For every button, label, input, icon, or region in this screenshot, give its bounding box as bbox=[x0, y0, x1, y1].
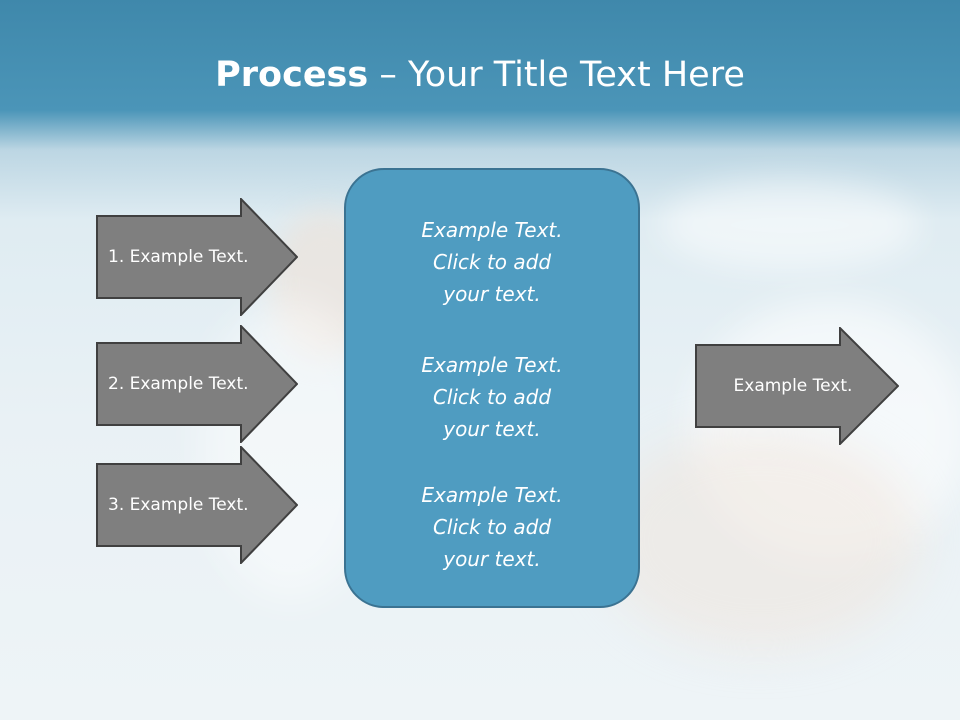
title-bold: Process bbox=[215, 55, 369, 95]
text-line: Click to add bbox=[432, 385, 552, 409]
text-line: Example Text. bbox=[421, 218, 563, 242]
text-line: your text. bbox=[443, 547, 541, 571]
center-text-block-1: Example Text. Click to add your text. bbox=[346, 214, 638, 310]
arrow-shape bbox=[96, 325, 298, 443]
text-line: your text. bbox=[443, 282, 541, 306]
center-text-block-2: Example Text. Click to add your text. bbox=[346, 349, 638, 445]
arrow-shape bbox=[96, 446, 298, 564]
text-line: Example Text. bbox=[421, 483, 563, 507]
arrow-shape bbox=[695, 327, 899, 445]
process-arrow-3[interactable]: 3. Example Text. bbox=[96, 446, 298, 564]
background-photo-shape bbox=[600, 430, 920, 650]
arrow-shape bbox=[96, 198, 298, 316]
title-rest: – Your Title Text Here bbox=[368, 55, 745, 95]
process-arrow-1[interactable]: 1. Example Text. bbox=[96, 198, 298, 316]
background-photo-shape bbox=[660, 180, 920, 270]
center-text-block-3: Example Text. Click to add your text. bbox=[346, 479, 638, 575]
process-arrow-2[interactable]: 2. Example Text. bbox=[96, 325, 298, 443]
process-arrow-label: 2. Example Text. bbox=[108, 374, 249, 394]
text-line: Click to add bbox=[432, 515, 552, 539]
process-arrow-label: 1. Example Text. bbox=[108, 247, 249, 267]
process-arrow-label: 3. Example Text. bbox=[108, 495, 249, 515]
text-line: Click to add bbox=[432, 250, 552, 274]
result-arrow-label: Example Text. bbox=[733, 376, 853, 396]
text-line: Example Text. bbox=[421, 353, 563, 377]
text-line: your text. bbox=[443, 417, 541, 441]
center-text-box[interactable]: Example Text. Click to add your text. Ex… bbox=[344, 168, 640, 608]
slide-title[interactable]: Process – Your Title Text Here bbox=[0, 50, 960, 100]
result-arrow[interactable]: Example Text. bbox=[695, 327, 899, 445]
